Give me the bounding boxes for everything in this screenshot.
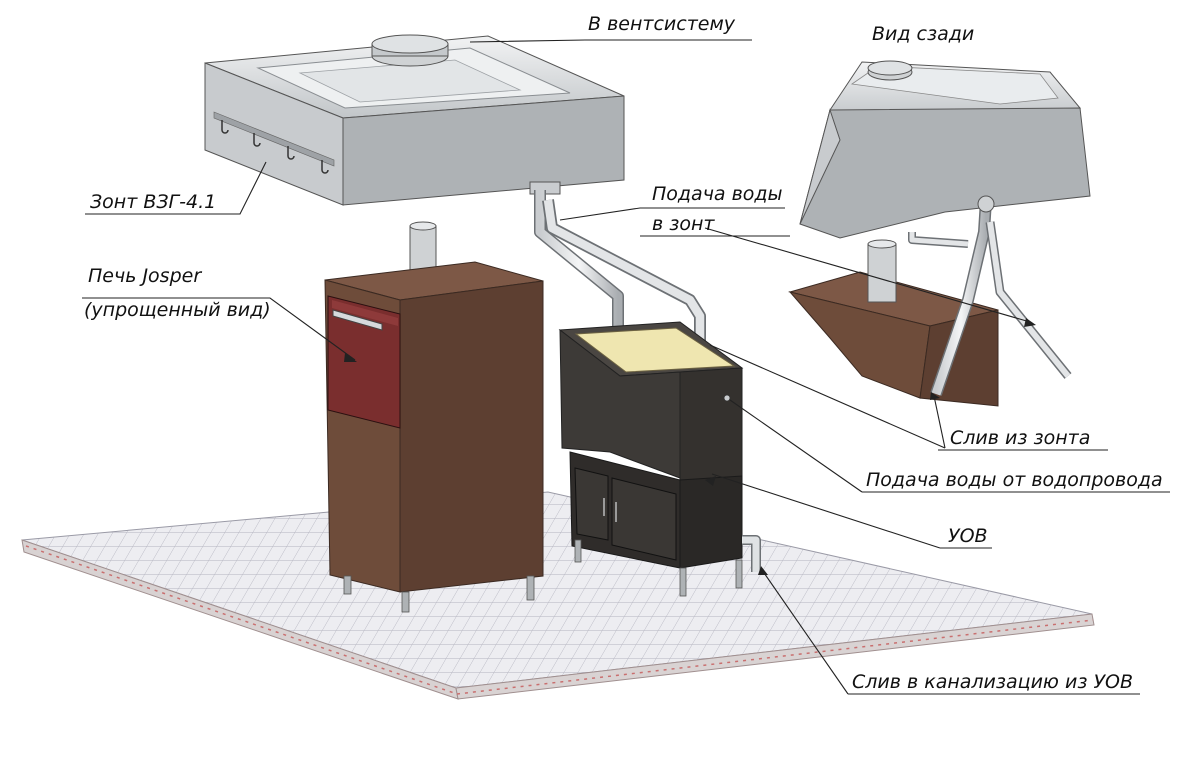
hood-vzg-4-1: [204, 34, 625, 206]
label-hood-drain: Слив из зонта: [950, 427, 1090, 449]
floor-tile-plate: [21, 491, 1095, 700]
leader-lines: [82, 39, 1170, 695]
label-oven-line2: (упрощенный вид): [84, 299, 271, 321]
label-oven-line1: Печь Josper: [88, 265, 202, 287]
label-rear-view: Вид сзади: [872, 23, 974, 45]
uov-unit: [558, 321, 761, 597]
water-pipe-to-hood: [534, 190, 706, 366]
label-sewer-drain: Слив в канализацию из УОВ: [852, 671, 1133, 693]
label-hood: Зонт ВЗГ-4.1: [90, 191, 216, 213]
leader-arrowheads: [344, 318, 1036, 575]
label-to-ventilation: В вентсистему: [588, 13, 736, 35]
josper-oven: [324, 221, 544, 613]
label-water-to-hood-line2: в зонт: [652, 213, 715, 235]
rear-view: [788, 60, 1091, 407]
label-water-to-hood-line1: Подача воды: [652, 183, 783, 205]
label-uov: УОВ: [948, 525, 988, 547]
label-water-supply: Подача воды от водопровода: [866, 469, 1163, 491]
